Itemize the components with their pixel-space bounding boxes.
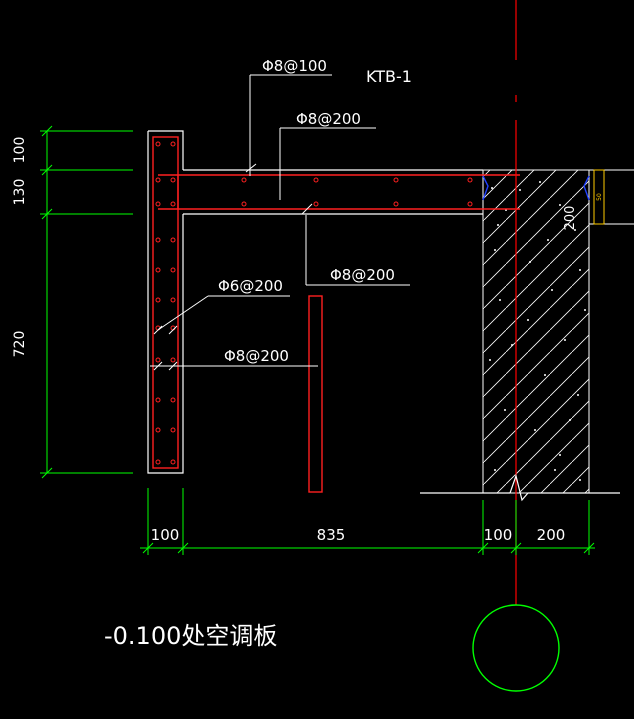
dim-wall-side: 200 [563, 206, 578, 231]
leader-lines [150, 74, 410, 371]
concrete-wall-section [482, 169, 590, 494]
member-label: KTB-1 [366, 67, 412, 86]
dim-left-2: 130 [12, 179, 28, 206]
dim-bottom-4: 200 [537, 526, 566, 544]
label-top-dist: Φ8@200 [296, 110, 361, 128]
rebar-layout [152, 136, 520, 493]
label-upstand-vertical: Φ8@200 [224, 347, 289, 365]
grid-bubble [472, 604, 560, 692]
dimension-lines [40, 125, 595, 555]
dim-bottom-1: 100 [151, 526, 180, 544]
dimension-texts: 100 130 720 100 835 100 200 200 50 [12, 137, 603, 544]
label-upstand-stirrup: Φ6@200 [218, 277, 283, 295]
dim-bottom-3: 100 [484, 526, 513, 544]
wall-edge-lines [589, 169, 634, 225]
break-marks [482, 175, 590, 201]
dim-small-mark: 50 [596, 193, 603, 201]
dim-left-3: 720 [12, 331, 28, 358]
label-top-main: Φ8@100 [262, 57, 327, 75]
rebar-callouts: Φ8@100 Φ8@200 Φ8@200 Φ6@200 Φ8@200 KTB-1 [218, 57, 412, 365]
label-bottom: Φ8@200 [330, 266, 395, 284]
dim-bottom-2: 835 [317, 526, 346, 544]
slab-outline [147, 130, 483, 474]
drawing-title: -0.100处空调板 [104, 622, 277, 650]
bottom-break-line [420, 473, 620, 502]
concrete-speckle [489, 181, 586, 481]
dim-left-1: 100 [12, 137, 28, 164]
rebar-dots [155, 141, 473, 465]
